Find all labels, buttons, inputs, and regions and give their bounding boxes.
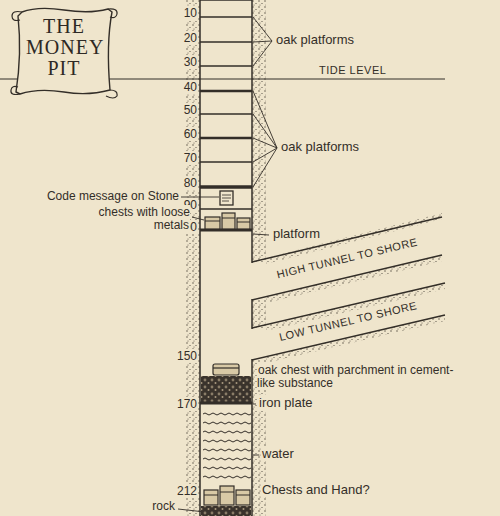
callout-label-text: oak platforms	[280, 139, 360, 154]
tide-label-text: TIDE LEVEL	[318, 64, 387, 76]
depth-number-text: 10	[183, 6, 198, 20]
callout-label-text: oak chest with parchment in cement-like …	[257, 363, 453, 390]
depth-number: 212	[166, 485, 198, 498]
water-wave	[203, 422, 251, 424]
depth-number-text: 50	[183, 103, 198, 117]
callout-label: rock	[134, 500, 176, 513]
title-scroll: THE MONEY PIT	[8, 4, 120, 100]
callout-label-text: Chests and Hand?	[261, 482, 371, 497]
depth-number-text: 60	[183, 127, 198, 141]
callout-label: oak platforms	[280, 140, 410, 154]
tide-label: TIDE LEVEL	[318, 64, 428, 76]
callout-label: platform	[272, 227, 362, 241]
depth-number: 40	[166, 81, 198, 94]
depth-number: 20	[166, 32, 198, 45]
callout-label-text: Code message on Stone	[46, 189, 180, 203]
callout-label: Chests and Hand?	[261, 483, 421, 497]
depth-number-text: 20	[183, 31, 198, 45]
depth-number: 50	[166, 104, 198, 117]
depth-number-text: 212	[176, 484, 198, 498]
callout-label-text: water	[261, 446, 295, 461]
depth-number: 10	[166, 7, 198, 20]
water-wave	[203, 467, 251, 469]
water-wave	[203, 476, 251, 478]
callout-label-text: rock	[151, 499, 176, 513]
depth-number-text: 40	[183, 80, 198, 94]
depth-number-text: 170	[176, 397, 198, 411]
callout-label: oak chest with parchment in cement-like …	[257, 364, 457, 390]
water-wave	[203, 440, 251, 442]
depth-number-text: 70	[183, 151, 198, 165]
water-wave	[203, 458, 251, 460]
water-wave	[203, 413, 251, 415]
water-wave	[203, 449, 251, 451]
title-text: THE MONEY PIT	[26, 16, 102, 79]
depth-number: 60	[166, 128, 198, 141]
callout-label-text: chests with loose metals	[98, 205, 190, 232]
callout-label-text: oak platforms	[275, 32, 355, 47]
depth-number: 30	[166, 56, 198, 69]
depth-number: 150	[166, 350, 198, 363]
depth-number-text: 30	[183, 55, 198, 69]
callout-label: Code message on Stone	[14, 190, 180, 203]
depth-number-text: 150	[176, 349, 198, 363]
water-wave	[203, 431, 251, 433]
callout-label-text: iron plate	[258, 395, 313, 410]
callout-label: iron plate	[258, 396, 358, 410]
callout-label-text: platform	[272, 226, 321, 241]
callout-label: oak platforms	[275, 33, 395, 47]
callout-label: chests with loose metals	[96, 206, 190, 232]
callout-label: water	[261, 447, 341, 461]
depth-number: 170	[166, 398, 198, 411]
depth-number: 70	[166, 152, 198, 165]
depth-number-text: 80	[183, 176, 198, 190]
